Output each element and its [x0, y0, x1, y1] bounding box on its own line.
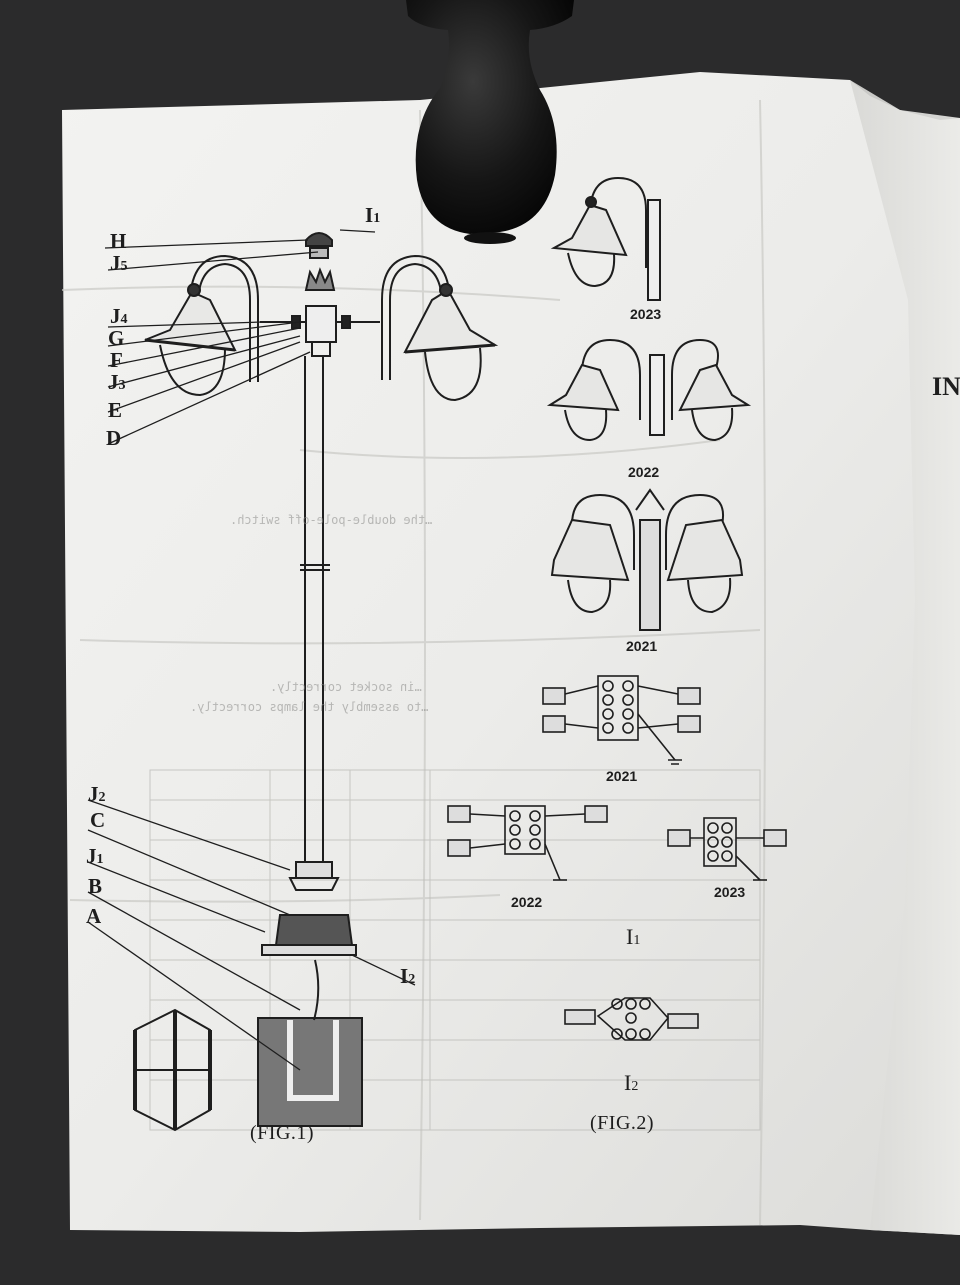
- black-knob-object: [406, 0, 574, 244]
- fig1-lamp-post: [133, 232, 499, 1132]
- label-J4: J4: [110, 304, 128, 328]
- label-J3: J3: [108, 370, 126, 394]
- label-A: A: [86, 904, 102, 928]
- wiring-i2-diagram: [564, 997, 699, 1041]
- fig1-caption: (FIG.1): [250, 1122, 315, 1144]
- label-E: E: [108, 398, 123, 422]
- group-I2-label: I2: [624, 1070, 639, 1095]
- wiring-2021-caption: 2021: [606, 768, 638, 784]
- label-C: C: [90, 808, 106, 832]
- model-2021-illustration: [550, 488, 744, 631]
- wiring-2022-caption: 2022: [511, 894, 543, 910]
- label-H: H: [110, 229, 127, 253]
- wiring-2022-diagram: [447, 805, 608, 881]
- right-page: [850, 80, 960, 1235]
- label-J5: J5: [110, 251, 128, 275]
- label-J1: J1: [86, 844, 104, 868]
- bleed-text-1: …the double-pole-off switch.: [230, 513, 433, 527]
- label-F: F: [110, 348, 123, 372]
- fig2-caption: (FIG.2): [590, 1112, 655, 1134]
- bleed-text-2: …in socket correctly.: [270, 680, 422, 694]
- wiring-2023-diagram: [667, 817, 787, 881]
- wiring-2021-diagram: [542, 675, 701, 765]
- label-I2-base: I2: [400, 964, 416, 988]
- instruction-sheet: [62, 72, 960, 1235]
- label-I1-top: I1: [365, 203, 381, 227]
- model-2023-illustration: [550, 176, 661, 301]
- model-2022-caption: 2022: [628, 464, 660, 480]
- label-G: G: [108, 326, 125, 350]
- bleed-text-3: …to assembly the lamps correctly.: [190, 700, 429, 714]
- fig1-leader-lines: [87, 229, 416, 1071]
- model-2023-caption: 2023: [630, 306, 662, 322]
- right-page-heading: IN: [932, 372, 960, 401]
- model-2022-illustration: [546, 338, 752, 442]
- label-J2: J2: [88, 782, 106, 806]
- label-B: B: [88, 874, 103, 898]
- group-I1-label: I1: [626, 924, 641, 949]
- wiring-2023-caption: 2023: [714, 884, 746, 900]
- label-D: D: [106, 426, 122, 450]
- model-2021-caption: 2021: [626, 638, 658, 654]
